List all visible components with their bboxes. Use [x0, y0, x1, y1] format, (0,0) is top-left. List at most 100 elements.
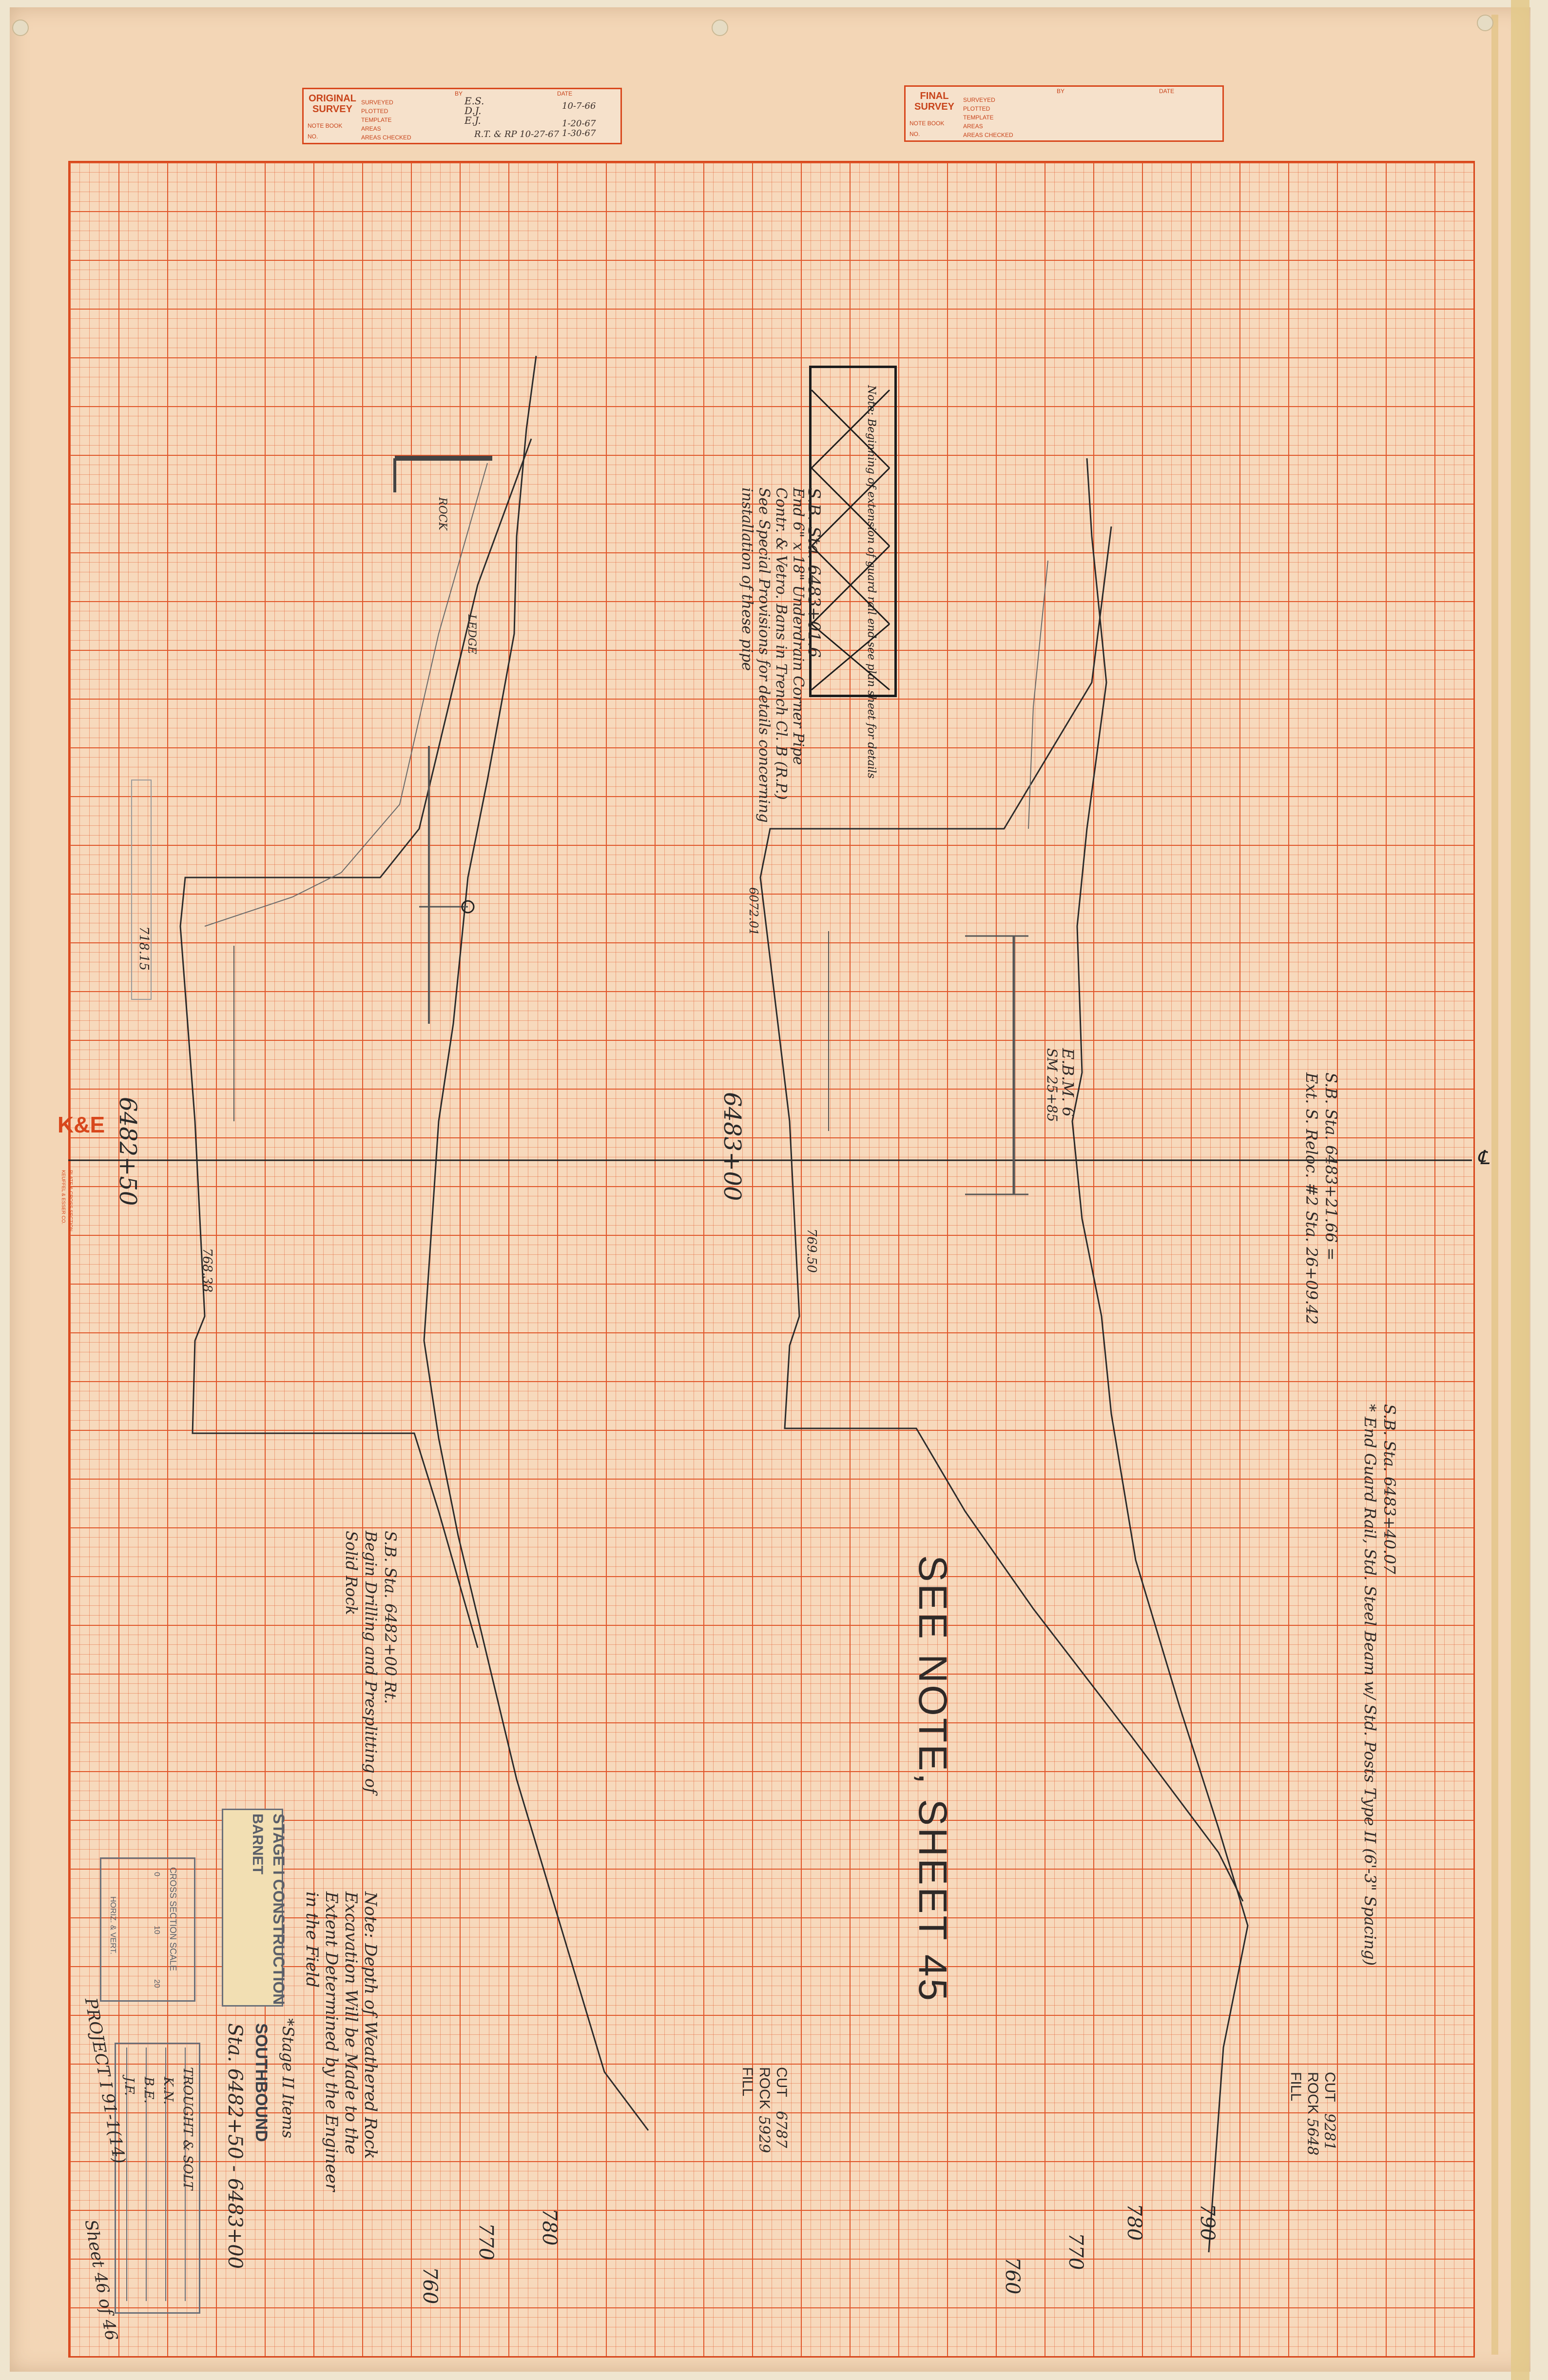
sb-right-note-1: S.B. Sta. 6483+21.66 = [1322, 1073, 1340, 1261]
final-by-label: BY [1057, 88, 1065, 95]
left-ground-elev: 718.15 [136, 926, 151, 971]
final-row-template: TEMPLATE [963, 114, 994, 121]
scale-mark-0: 0 [153, 1872, 161, 1876]
station-left-label: 6482+50 [114, 1097, 141, 1206]
date-areas: 1-30-67 [562, 128, 596, 138]
right-ground-profile [1071, 458, 1249, 2253]
date-label: DATE [557, 90, 573, 97]
row-template: TEMPLATE [361, 117, 392, 123]
elev-right-790: 790 [1196, 2204, 1219, 2241]
centerline-symbol: ℄ [1477, 1147, 1490, 1169]
right-fill-label: FILL [1288, 2072, 1304, 2102]
elev-right-760: 760 [1001, 2257, 1024, 2295]
scale-label: CROSS SECTION SCALE [168, 1867, 178, 1971]
left-rock-label: ROCK [756, 2067, 773, 2109]
by-surveyed: E.S. [464, 95, 484, 107]
left-template [179, 438, 532, 1648]
depth-note-3: Extent Determined by the Engineer [322, 1892, 341, 2192]
elev-left-770: 770 [475, 2223, 497, 2261]
punch-hole-right [1477, 15, 1493, 31]
elev-right-770: 770 [1064, 2233, 1087, 2270]
final-survey-label: FINAL SURVEY [914, 91, 954, 112]
final-row-areas-checked: AREAS CHECKED [963, 132, 1013, 138]
stamp-line-2: K.N. [161, 2077, 175, 2105]
pipe-note-2: Contr. & Vetro. Bans in Trench Cl. B (R.… [773, 488, 790, 800]
scale-mark-10: 10 [153, 1926, 161, 1934]
stamp-line-1: TROUGHT & SOLT [180, 2067, 195, 2190]
barnet-stamp [222, 1809, 283, 2007]
ebm-label: E.B.M. 6 [1059, 1048, 1077, 1117]
elev-right-780: 780 [1123, 2204, 1145, 2241]
scale-units: HORIZ. & VERT. [109, 1896, 117, 1954]
final-row-surveyed: SURVEYED [963, 97, 995, 103]
right-subgrade-elev: 6072.01 [747, 887, 760, 936]
guard-rail-note-2: * End Guard Rail, Std. Steel Beam w/ Std… [1361, 1404, 1379, 1966]
left-cut-label: CUT [774, 2067, 790, 2097]
elev-left-780: 780 [538, 2208, 561, 2246]
depth-note-1: Note: Depth of Weathered Rock [361, 1892, 380, 2159]
final-date-label: DATE [1159, 88, 1175, 95]
original-survey-label: ORIGINAL SURVEY [309, 93, 356, 115]
elev-left-760: 760 [419, 2267, 441, 2304]
row-areas-checked: AREAS CHECKED [361, 134, 411, 141]
right-subgrade [1028, 560, 1048, 829]
town-label: BARNET [250, 1814, 266, 1874]
final-no-label: NO. [909, 131, 920, 137]
final-note-book-label: NOTE BOOK [909, 120, 945, 127]
sb-sta-note: S.B. Sta. 6483+01.6 [804, 488, 824, 658]
row-plotted: PLOTTED [361, 108, 388, 115]
stamp-grid [126, 2048, 186, 2301]
stage-items-note: *Stage II Items [279, 2018, 297, 2139]
date-surveyed: 10-7-66 [562, 101, 596, 111]
no-label: NO. [308, 133, 318, 140]
right-cut-value: 9281 [1321, 2113, 1338, 2151]
left-ground-profile [423, 355, 649, 2131]
punch-hole-center [712, 20, 728, 36]
left-rock-value: 5929 [755, 2116, 773, 2153]
right-rock-label: ROCK [1305, 2072, 1321, 2114]
note-hatching [811, 389, 890, 691]
pipe-note-4: installation of these pipe [738, 488, 755, 671]
drilling-note-1: S.B. Sta. 6482+00 Rt. [381, 1531, 400, 1704]
pipe-note-3: See Special Provisions for details conce… [755, 488, 773, 823]
drilling-note-3: Solid Rock [342, 1531, 361, 1615]
drilling-note-2: Begin Drilling and Presplitting of [362, 1531, 380, 1794]
right-template [759, 526, 1244, 1902]
by-template: E.J. [464, 115, 481, 126]
final-row-plotted: PLOTTED [963, 105, 990, 112]
note-book-label: NOTE BOOK [308, 122, 343, 129]
punch-hole-left [12, 20, 29, 36]
boxed-note-frame [809, 366, 897, 697]
row-areas: AREAS [361, 125, 381, 132]
left-subgrade [204, 463, 488, 927]
depth-note-4: in the Field [302, 1892, 322, 1988]
date-template: 1-20-67 [562, 118, 596, 129]
areas-checked-by: R.T. & RP 10-27-67 [474, 129, 560, 139]
ke-logo: K&E [58, 1112, 105, 1137]
graph-paper-grid [68, 161, 1475, 2358]
scale-box [100, 1857, 195, 2002]
left-cut-value: 6787 [773, 2111, 790, 2148]
pipe-note-1: End 6" x 18" Underdrain Corner Pipe [790, 488, 807, 765]
tape-strip [1511, 0, 1529, 2380]
left-grade-elev: 768.38 [200, 1248, 214, 1292]
title-block-final: FINAL SURVEY NOTE BOOK NO. BY DATE SURVE… [904, 85, 1224, 142]
by-label: BY [455, 90, 463, 97]
direction-label: SOUTHBOUND [252, 2023, 271, 2142]
tape-strip-inner [1491, 15, 1498, 2355]
stamp-line-3: B.E. [141, 2077, 156, 2104]
right-grade-elev: 769.50 [804, 1229, 819, 1273]
depth-note-2: Excavation Will be Made to the [341, 1892, 361, 2155]
row-surveyed: SURVEYED [361, 99, 393, 106]
initials-box [115, 2043, 200, 2314]
guard-rail-note-1: S.B. Sta. 6483+40.07 [1380, 1404, 1399, 1574]
see-note-sheet: SEE NOTE, SHEET 45 [910, 1555, 955, 2003]
right-rock-value: 5648 [1304, 2118, 1321, 2156]
rock-label: ROCK [436, 497, 448, 530]
boxed-note-text: Note: Beginning of extension of guard ra… [865, 385, 877, 779]
scale-mark-20: 20 [153, 1979, 161, 1988]
left-fill-label: FILL [739, 2067, 755, 2097]
right-cut-label: CUT [1322, 2072, 1338, 2102]
ebm-sta: SM 25+85 [1044, 1048, 1060, 1122]
